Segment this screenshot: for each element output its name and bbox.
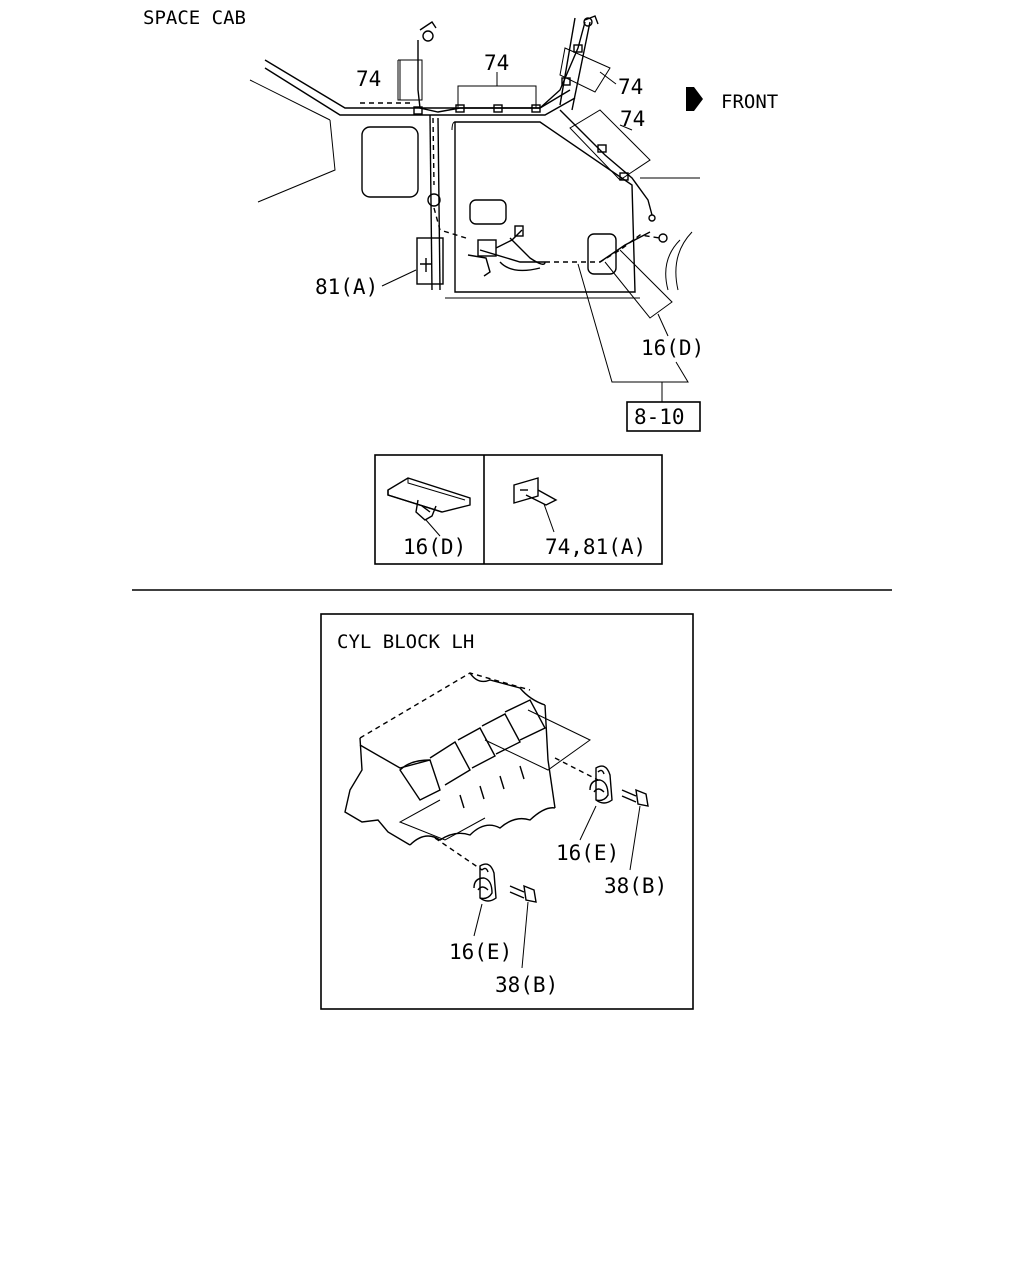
- clip-16d-drawing: [387, 477, 471, 521]
- clip-74-81a-drawing: [513, 477, 558, 506]
- cyl-block-panel: [320, 613, 694, 1010]
- callout-81a-leader: [381, 269, 417, 287]
- bolt-38b-lower: [509, 884, 537, 903]
- front-label: FRONT: [721, 91, 778, 113]
- cyl-block-title: CYL BLOCK LH: [337, 631, 474, 653]
- callout-74-leaders: [360, 47, 651, 181]
- bracket-16e-upper: [589, 765, 613, 804]
- callout-38b-lower: 38(B): [495, 973, 558, 997]
- callout-16d-shape: [604, 249, 673, 319]
- callout-16d-leader: [657, 313, 669, 337]
- callout-16d: 16(D): [641, 336, 704, 360]
- detail-label-74-81a: 74,81(A): [545, 535, 646, 559]
- callout-74-right-upper: 74: [618, 75, 643, 99]
- detail-label-16d: 16(D): [403, 535, 466, 559]
- bolt-38b-upper: [621, 788, 649, 807]
- bracket-16e-lower: [473, 863, 497, 902]
- callout-8-10-leader: [577, 263, 689, 383]
- callout-74-left: 74: [356, 67, 381, 91]
- cylinder-block-drawing: [344, 672, 599, 871]
- callout-74-right-lower: 74: [620, 107, 645, 131]
- detail-box: 16(D) 74,81(A): [374, 454, 663, 565]
- callout-16e-lower: 16(E): [449, 940, 512, 964]
- callout-16e-upper: 16(E): [556, 841, 619, 865]
- callout-74-center: 74: [484, 51, 509, 75]
- wiring-harness: [413, 15, 668, 277]
- cab-body-outline: [249, 17, 700, 299]
- space-cab-title: SPACE CAB: [143, 7, 246, 29]
- callout-38b-upper: 38(B): [604, 874, 667, 898]
- front-arrow-icon: [686, 87, 703, 111]
- callout-8-10: 8-10: [634, 405, 685, 429]
- callout-81a: 81(A): [315, 275, 378, 299]
- callout-8-10-box: [626, 401, 701, 432]
